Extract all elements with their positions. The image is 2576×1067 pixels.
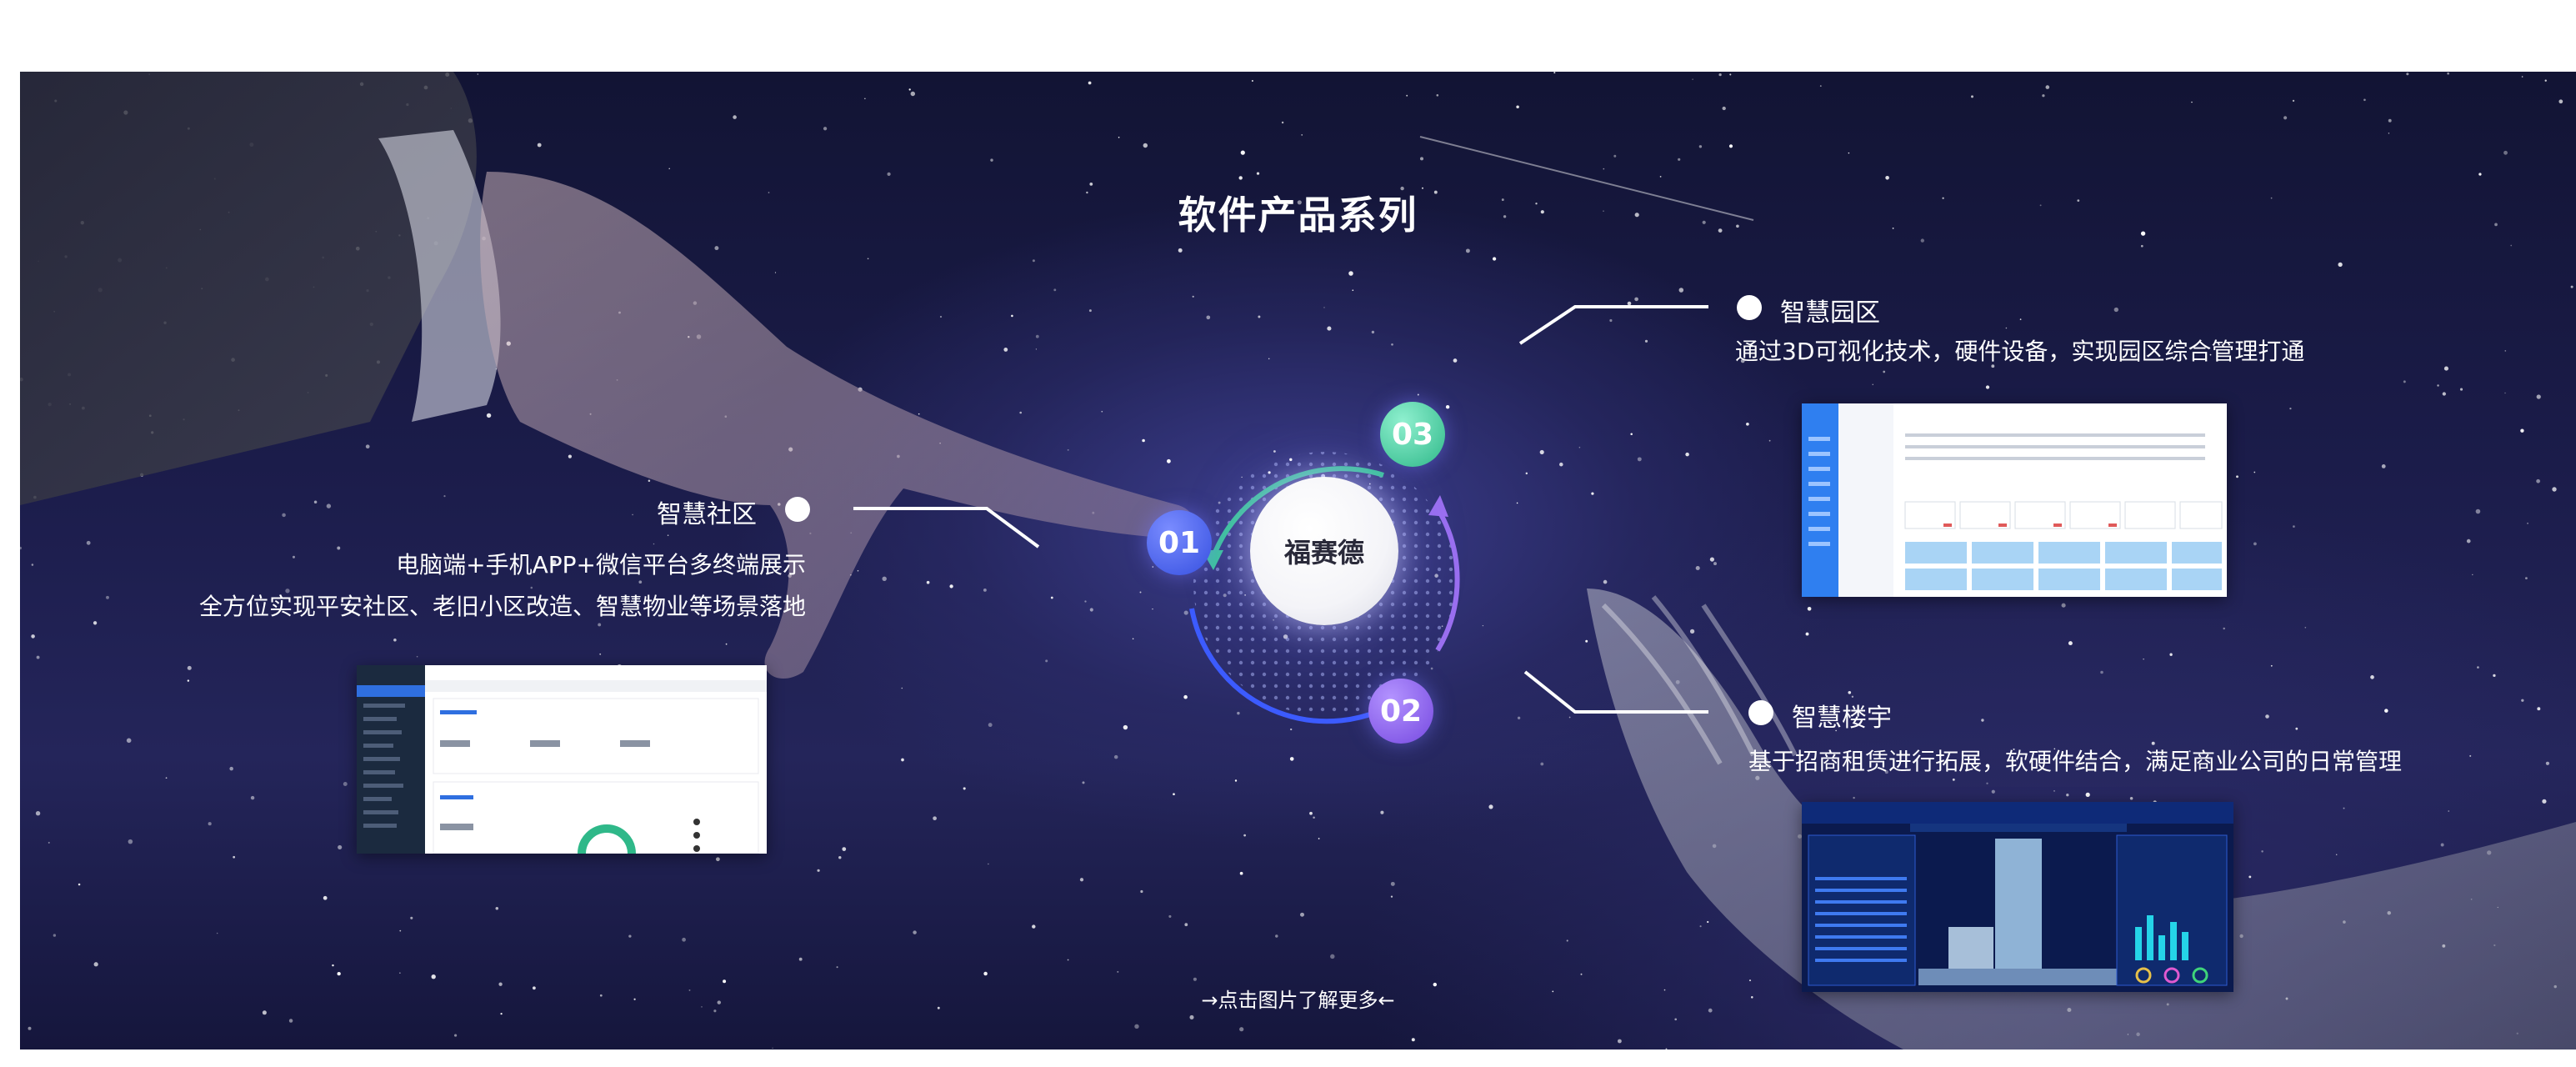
connector-community bbox=[853, 507, 1040, 549]
feature-dot-community bbox=[785, 497, 810, 522]
badge-03: 03 bbox=[1380, 402, 1445, 467]
connector-building bbox=[1523, 670, 1708, 714]
section-title: 软件产品系列 bbox=[1178, 193, 1418, 238]
connector-park bbox=[1518, 305, 1708, 345]
badge-01: 01 bbox=[1147, 510, 1212, 575]
feature-dot-building bbox=[1748, 700, 1773, 725]
feature-dot-park bbox=[1737, 295, 1762, 320]
feature-desc-park: 通过3D可视化技术，硬件设备，实现园区综合管理打通 bbox=[1735, 338, 2305, 365]
thumbnail-park[interactable] bbox=[1802, 403, 2227, 597]
community-dashboard-preview bbox=[357, 665, 767, 854]
thumbnail-community[interactable] bbox=[357, 665, 767, 854]
building-dashboard-preview bbox=[1802, 802, 2233, 986]
learn-more-link[interactable]: →点击图片了解更多← bbox=[1201, 989, 1395, 1012]
orbit-arc-purple bbox=[1435, 507, 1460, 652]
feature-desc-community-2: 全方位实现平安社区、老旧小区改造、智慧物业等场景落地 bbox=[198, 593, 806, 620]
connector-lines bbox=[853, 305, 1708, 714]
feature-title-building[interactable]: 智慧楼宇 bbox=[1792, 704, 1892, 733]
feature-desc-community-1: 电脑端+手机APP+微信平台多终端展示 bbox=[396, 551, 806, 579]
thumbnail-building[interactable] bbox=[1802, 802, 2233, 992]
orbit-arc-blue bbox=[1189, 608, 1402, 724]
orbit-arc-green bbox=[1210, 466, 1384, 560]
park-system-preview bbox=[1802, 403, 2227, 597]
feature-title-park[interactable]: 智慧园区 bbox=[1780, 298, 1880, 328]
feature-desc-building: 基于招商租赁进行拓展，软硬件结合，满足商业公司的日常管理 bbox=[1748, 748, 2403, 775]
orbit-arrow-purple bbox=[1428, 495, 1448, 517]
center-logo: 福赛德 bbox=[1250, 477, 1398, 625]
feature-title-community[interactable]: 智慧社区 bbox=[657, 500, 757, 529]
badge-02: 02 bbox=[1368, 679, 1433, 744]
product-banner[interactable]: 软件产品系列 福赛德 01 02 03 智慧社区 电脑端+手机APP+微信平台多… bbox=[20, 72, 2576, 1049]
